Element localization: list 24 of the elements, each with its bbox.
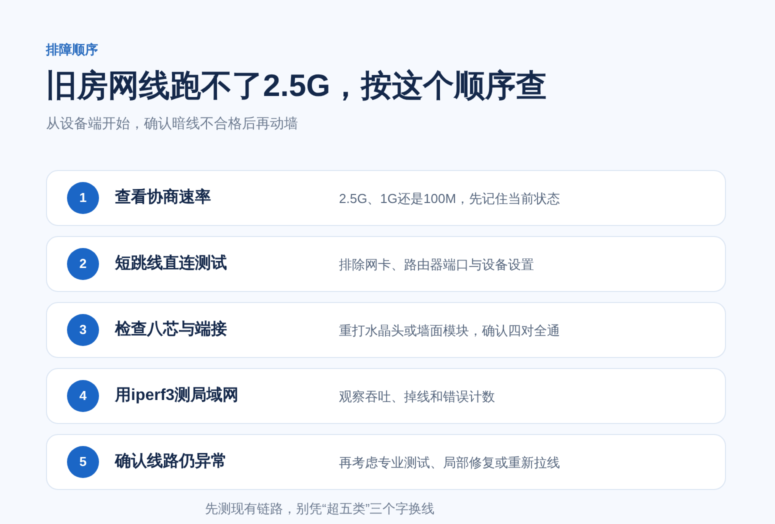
- step-title: 检查八芯与端接: [115, 320, 227, 340]
- step-number-badge: 5: [67, 446, 99, 478]
- page-title: 旧房网线跑不了2.5G，按这个顺序查: [46, 67, 548, 105]
- step-description: 2.5G、1G还是100M，先记住当前状态: [339, 190, 560, 207]
- step-description: 排除网卡、路由器端口与设备设置: [339, 256, 534, 273]
- footer-note: 先测现有链路，别凭“超五类”三个字换线: [205, 500, 435, 517]
- step-number-badge: 1: [67, 182, 99, 214]
- step-description: 观察吞吐、掉线和错误计数: [339, 388, 495, 405]
- step-card: [46, 434, 726, 490]
- step-number-badge: 3: [67, 314, 99, 346]
- step-number-badge: 2: [67, 248, 99, 280]
- step-description: 重打水晶头或墙面模块，确认四对全通: [339, 322, 560, 339]
- step-title: 确认线路仍异常: [115, 452, 227, 472]
- step-card: [46, 368, 726, 424]
- step-number-badge: 4: [67, 380, 99, 412]
- step-title: 短跳线直连测试: [115, 254, 227, 274]
- section-label: 排障顺序: [46, 42, 98, 58]
- step-card: [46, 170, 726, 226]
- step-title: 用iperf3测局域网: [115, 386, 239, 406]
- step-description: 再考虑专业测试、局部修复或重新拉线: [339, 454, 560, 471]
- step-card: [46, 302, 726, 358]
- subtitle: 从设备端开始，确认暗线不合格后再动墙: [46, 114, 298, 132]
- step-title: 查看协商速率: [115, 188, 211, 208]
- step-card: [46, 236, 726, 292]
